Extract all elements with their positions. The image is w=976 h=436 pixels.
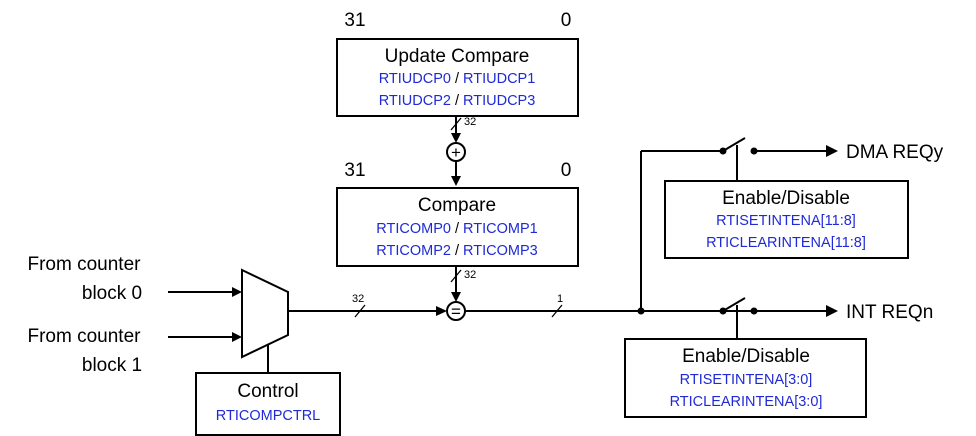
equality-symbol: =: [451, 302, 461, 321]
reg-separator: /: [455, 93, 460, 109]
bus-slash-equal-out: [551, 304, 563, 318]
reg-separator: /: [455, 71, 460, 87]
input-block0-arrowhead: [232, 287, 242, 297]
compare-block: [336, 187, 579, 267]
control-title: Control: [237, 381, 298, 402]
reg-separator: /: [455, 243, 460, 259]
dma-switch-blade: [722, 137, 746, 152]
bus-width-mux-to-equal: 32: [352, 293, 364, 305]
compare-lsb-label: 0: [561, 160, 572, 181]
dma-enable-disable-block: [664, 180, 909, 259]
int-switch-blade: [722, 297, 746, 312]
bus-width-compare-to-equal: 32: [464, 269, 476, 281]
reg-rtiudcp1: RTIUDCP1: [463, 71, 535, 87]
int-output-arrowhead: [826, 305, 838, 317]
reg-rtisetintena-3-0: RTISETINTENA[3:0]: [680, 372, 813, 388]
update-compare-regs-row2: RTIUDCP2 / RTIUDCP3: [379, 93, 536, 109]
reg-rticomp0: RTICOMP0: [376, 221, 451, 237]
reg-rtiudcp3: RTIUDCP3: [463, 93, 535, 109]
counter-select-mux: [241, 268, 289, 359]
reg-rticlearintena-11-8: RTICLEARINTENA[11:8]: [706, 235, 866, 251]
update-compare-block: [336, 38, 579, 117]
update-compare-lsb-label: 0: [561, 10, 572, 31]
input-label-block1-line2: block 1: [82, 355, 142, 376]
reg-separator: /: [455, 221, 460, 237]
input-label-block1-line1: From counter: [28, 326, 142, 347]
input-label-block0-line2: block 0: [82, 283, 142, 304]
reg-rticomp1: RTICOMP1: [463, 221, 538, 237]
bus-slash-update: [450, 117, 462, 131]
int-enable-disable-block: [624, 338, 867, 418]
update-compare-msb-label: 31: [344, 10, 365, 31]
reg-rtisetintena-11-8: RTISETINTENA[11:8]: [716, 213, 856, 229]
input-block1-arrowhead: [232, 332, 242, 342]
reg-rtiudcp0: RTIUDCP0: [379, 71, 451, 87]
bus-width-equal-out: 1: [557, 293, 563, 305]
compare-msb-label: 31: [344, 160, 365, 181]
compare-regs-row1: RTICOMP0 / RTICOMP1: [376, 221, 537, 237]
compare-regs-row2: RTICOMP2 / RTICOMP3: [376, 243, 537, 259]
reg-rticompctrl: RTICOMPCTRL: [216, 408, 320, 424]
mux-to-equal-arrowhead: [436, 306, 447, 316]
compare-title: Compare: [418, 195, 496, 216]
bus-slash-mux: [354, 304, 366, 318]
update-to-adder-arrowhead: [451, 133, 461, 143]
input-label-block0-line1: From counter: [28, 254, 142, 275]
dma-request-label: DMA REQy: [846, 142, 944, 163]
bus-width-update-to-adder: 32: [464, 116, 476, 128]
dma-output-arrowhead: [826, 145, 838, 157]
update-compare-regs-row1: RTIUDCP0 / RTIUDCP1: [379, 71, 536, 87]
control-block: [195, 372, 341, 436]
dma-enable-disable-title: Enable/Disable: [722, 188, 850, 209]
compare-to-equal-arrowhead: [451, 292, 461, 302]
reg-rticlearintena-3-0: RTICLEARINTENA[3:0]: [670, 394, 823, 410]
adder-symbol: +: [451, 143, 461, 162]
reg-rticomp3: RTICOMP3: [463, 243, 538, 259]
update-compare-title: Update Compare: [385, 46, 530, 67]
reg-rtiudcp2: RTIUDCP2: [379, 93, 451, 109]
reg-rticomp2: RTICOMP2: [376, 243, 451, 259]
adder-to-compare-arrowhead: [451, 176, 461, 186]
bus-slash-compare: [450, 269, 462, 283]
int-request-label: INT REQn: [846, 302, 933, 323]
int-enable-disable-title: Enable/Disable: [682, 346, 810, 367]
